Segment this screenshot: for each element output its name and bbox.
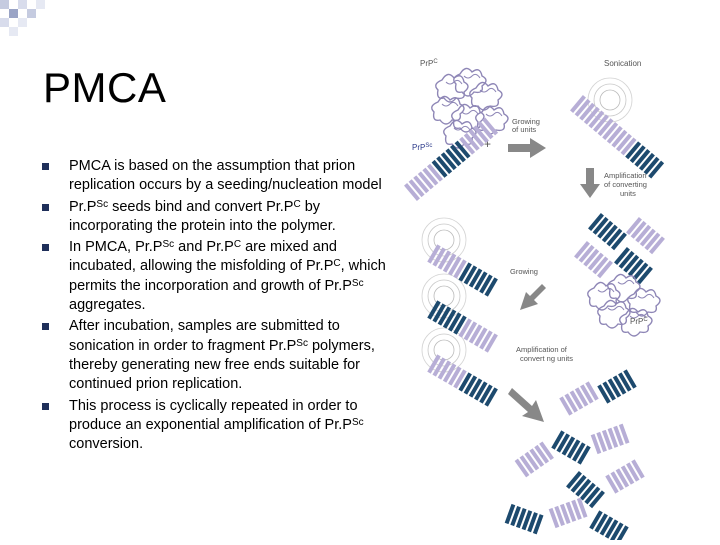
down-right-arrow-icon	[508, 388, 544, 422]
down-arrow-icon	[580, 168, 600, 198]
bullet-item: In PMCA, Pr.PSc and Pr.PC are mixed and …	[42, 238, 402, 315]
amp-convert-label-1: Amplification of	[516, 345, 568, 354]
amp-converting-label-1: Amplification	[604, 171, 647, 180]
prpc-bottom-label: PrPC	[630, 317, 648, 326]
bullet-square-icon	[42, 323, 49, 331]
growing-units-label-2: of units	[512, 125, 536, 134]
pmca-cycle-diagram: PrPC PrPSc + Sonication Growing of units…	[398, 44, 720, 545]
amp-converting-label-3: units	[620, 189, 636, 198]
bullet-square-icon	[42, 163, 49, 170]
corner-decoration	[0, 0, 60, 40]
fibril-fragments-bottom	[504, 369, 645, 545]
prpsc-label: PrPSc	[412, 143, 432, 152]
right-arrow-icon	[508, 138, 546, 158]
bullet-text: PMCA is based on the assumption that pri…	[69, 158, 382, 194]
slide-title: PMCA	[43, 64, 167, 111]
sonication-waves-left	[421, 217, 467, 373]
prpc-monomers-top	[431, 67, 509, 149]
sonication-label: Sonication	[604, 59, 641, 68]
fibril-middle	[404, 117, 499, 201]
prpc-top-label: PrPC	[420, 59, 438, 68]
bullet-item: After incubation, samples are submitted …	[42, 317, 402, 394]
growing-label: Growing	[510, 267, 538, 276]
sonication-waves-top	[587, 77, 633, 123]
bullet-text: Pr.PSc seeds bind and convert Pr.PC by i…	[69, 198, 336, 234]
plus-sign: +	[484, 137, 491, 151]
bullet-square-icon	[42, 203, 49, 211]
amp-converting-label-2: of converting	[604, 180, 647, 189]
bullet-text: In PMCA, Pr.PSc and Pr.PC are mixed and …	[69, 239, 386, 314]
amp-convert-label-2: convert ng units	[520, 354, 573, 363]
bullet-list: PMCA is based on the assumption that pri…	[42, 157, 402, 454]
bullet-square-icon	[42, 244, 49, 252]
bullet-item: Pr.PSc seeds bind and convert Pr.PC by i…	[42, 198, 402, 237]
bullet-text: This process is cyclically repeated in o…	[69, 397, 364, 453]
fibril-fragments-right	[574, 213, 665, 285]
bullet-item: PMCA is based on the assumption that pri…	[42, 157, 402, 196]
prpc-monomers-right	[587, 273, 661, 337]
down-left-arrow-icon	[520, 284, 546, 310]
bullet-square-icon	[42, 402, 49, 410]
fibrils-left-stack	[427, 244, 498, 407]
growing-units-label-1: Growing	[512, 117, 540, 126]
bullet-item: This process is cyclically repeated in o…	[42, 397, 402, 455]
bullet-text: After incubation, samples are submitted …	[69, 318, 375, 393]
